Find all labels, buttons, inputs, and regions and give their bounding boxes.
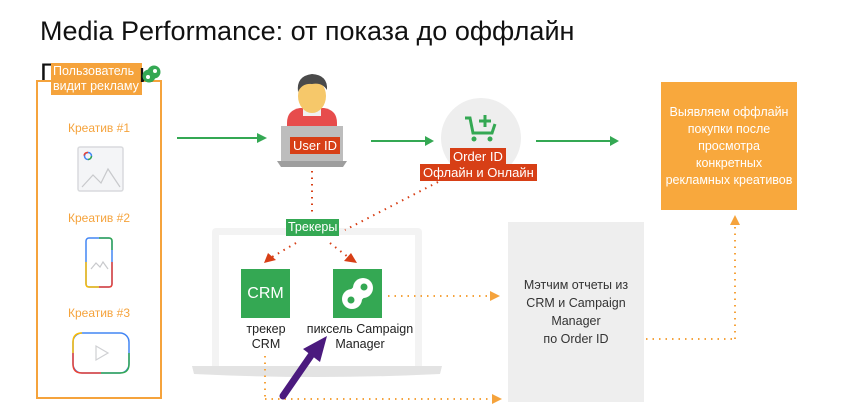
trackers-tag: Трекеры bbox=[286, 219, 340, 236]
arrow-to-order bbox=[371, 136, 434, 146]
user-sees-ad-label: Пользователь видит рекламу bbox=[51, 63, 142, 95]
image-icon bbox=[77, 146, 124, 192]
online-offline-tag: Офлайн и Онлайн bbox=[420, 164, 537, 181]
match-line4: по Order ID bbox=[543, 332, 609, 346]
creative-1-label: Креатив #1 bbox=[67, 121, 130, 135]
creative-2-label: Креатив #2 bbox=[67, 211, 130, 225]
creative-3-label: Креатив #3 bbox=[67, 306, 130, 320]
user-id-tag: User ID bbox=[290, 137, 341, 154]
match-box: Мэтчим отчеты из CRM и Campaign Manager … bbox=[508, 222, 644, 402]
order-id-tag: Order ID bbox=[450, 148, 506, 165]
dotted-cm-to-match bbox=[388, 291, 500, 301]
video-play-icon bbox=[72, 332, 130, 374]
match-line2: CRM и Campaign bbox=[526, 296, 626, 310]
campaign-manager-icon bbox=[342, 278, 373, 309]
dotted-match-to-result bbox=[646, 215, 740, 340]
cm-caption-line1: пиксель Campaign bbox=[306, 322, 414, 336]
result-text: Выявляем оффлайн покупки после просмотра… bbox=[665, 104, 793, 187]
crm-caption: трекер CRM bbox=[230, 322, 302, 352]
campaign-manager-small-icon bbox=[142, 65, 161, 83]
crm-tile: CRM bbox=[241, 269, 290, 318]
dotted-order-to-trackers bbox=[344, 181, 439, 231]
match-line3: Manager bbox=[551, 314, 601, 328]
crm-tile-label: CRM bbox=[247, 284, 284, 302]
add-to-cart-icon bbox=[465, 115, 497, 142]
crm-caption-line2: CRM bbox=[251, 337, 281, 351]
campaign-manager-tile bbox=[333, 269, 382, 318]
dotted-crm-to-match bbox=[264, 356, 502, 404]
slide-title: Media Performance: от показа до оффлайн bbox=[40, 16, 575, 46]
purple-pointer-arrow bbox=[279, 336, 327, 400]
arrow-to-result bbox=[536, 136, 619, 146]
mobile-image-icon bbox=[85, 237, 113, 288]
arrow-to-crm bbox=[264, 242, 297, 263]
cm-caption-line2: Manager bbox=[335, 337, 385, 351]
cm-caption: пиксель Campaign Manager bbox=[302, 322, 418, 352]
match-line1: Мэтчим отчеты из bbox=[523, 278, 629, 292]
result-box: Выявляем оффлайн покупки после просмотра… bbox=[661, 82, 797, 210]
arrow-to-cm bbox=[329, 242, 357, 263]
crm-caption-line1: трекер bbox=[246, 322, 286, 336]
arrow-to-user bbox=[177, 133, 267, 143]
